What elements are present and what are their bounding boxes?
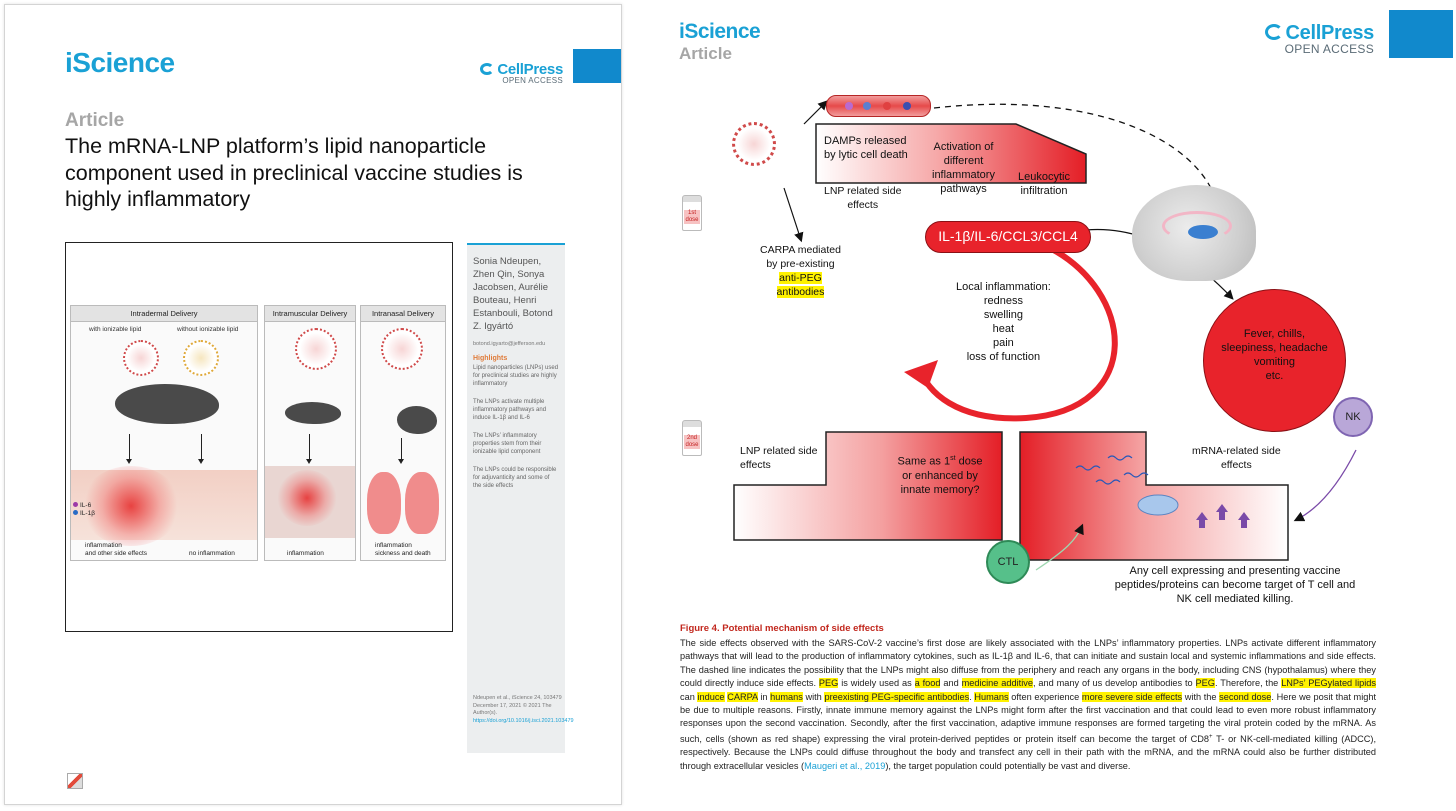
author-list: Sonia Ndeupen, Zhen Qin, Sonya Jacobsen,… [473,256,553,332]
mouse-head-icon [397,406,437,434]
lung-right [405,472,439,534]
caption-no-inflammation: no inflammation [189,550,235,557]
panel-heading: Intradermal Delivery [71,306,257,322]
cellpress-logo-right: CellPress OPEN ACCESS [1256,22,1374,56]
lnp-particle-icon [295,328,337,370]
highlight-item: Lipid nanoparticles (LNPs) used for prec… [473,365,559,387]
caption-inflammation: inflammation [287,550,324,557]
panel-intramuscular: Intramuscular Delivery inflammation [264,305,356,561]
ctl-cell-icon: CTL [986,540,1030,584]
cycle-arrowhead [904,360,938,388]
inflammation-spot [81,466,181,546]
highlight-item: The LNPs’ inflammatory properties stem f… [473,433,542,455]
cellpress-logo: CellPress OPEN ACCESS [465,61,563,85]
killing-label: Any cell expressing and presenting vacci… [1114,565,1356,605]
inflammation-spot [277,470,337,526]
journal-name: iScience [65,47,175,78]
mouse-icon [285,402,341,424]
article-title: The mRNA-LNP platform’s lipid nanopartic… [65,134,523,211]
caption-inflammation-sickness: inflammation sickness and death [375,542,431,557]
mouse-icon [115,384,219,424]
down-arrow-icon [306,434,312,464]
figure-caption: The side effects observed with the SARS-… [680,638,1377,771]
top-banner-shape [815,123,1087,184]
activation-label: Activation of different inflammatory pat… [932,141,995,195]
cellpress-color-block-right [1389,10,1453,58]
ribosome-icon [1137,494,1179,516]
legend: IL-6 IL-1β [73,502,95,518]
panel-intranasal: Intranasal Delivery inflammation sicknes… [360,305,446,561]
graphical-abstract: Intradermal Delivery with ionizable lipi… [65,242,453,632]
citation-text: Ndeupen et al., iScience 24, 103479 Dece… [473,695,562,716]
highlight-item: The LNPs activate multiple inflammatory … [473,399,547,421]
same-as-first-dose-label: Same as 1st dose or enhanced by innate m… [897,455,983,496]
dose-2-vial-icon: 2nd dose [682,420,702,456]
corresponding-email[interactable]: botond.igyarto@jefferson.edu [473,341,546,347]
reference-link[interactable]: Maugeri et al., 2019 [804,760,886,771]
local-inflammation-label: Local inflammation: redness swelling hea… [956,281,1051,363]
lnp-particle-icon [123,340,159,376]
open-access-label: OPEN ACCESS [1284,42,1374,56]
lnp-related-top-label: LNP related side effects [824,185,902,211]
cellpress-icon [480,63,495,75]
journal-name-right: iScience [679,20,761,43]
arrow-to-vessel [803,100,828,125]
publisher-name: CellPress [497,61,563,78]
nk-cell-icon: NK [1333,397,1373,437]
article-type-right: Article [679,44,732,63]
down-arrow-icon [198,434,204,464]
lung-left [367,472,401,534]
figure-shapes [733,100,1357,571]
panel-heading: Intramuscular Delivery [265,306,355,322]
cellpress-icon [1264,24,1283,40]
citation-block: Ndeupen et al., iScience 24, 103479 Dece… [473,695,574,725]
left-page: iScience CellPress OPEN ACCESS Article T… [4,4,622,805]
cytokine-pill: IL-1β/IL-6/CCL3/CCL4 [925,221,1091,253]
down-arrow-icon [126,434,132,464]
figure-caption-heading: Figure 4. Potential mechanism of side ef… [680,623,884,634]
bottom-left-shape [733,431,1003,541]
dose-1-vial-icon: 1st dose [682,195,702,231]
mrna-related-label: mRNA-related side effects [1192,445,1281,471]
panel-heading: Intranasal Delivery [361,306,445,322]
down-arrow-icon [398,438,404,464]
crossmark-icon[interactable] [67,773,83,789]
systemic-effects-circle [1203,289,1346,432]
lnp-particle-icon [183,340,219,376]
article-sidebar: Sonia Ndeupen, Zhen Qin, Sonya Jacobsen,… [467,243,574,753]
dashed-diffusion-arrow [933,103,1219,203]
doi-link[interactable]: https://doi.org/10.1016/j.isci.2021.1034… [473,717,574,724]
lnp-related-bottom-label: LNP related side effects [740,445,818,471]
highlight-item: The LNPs could be responsible for adjuva… [473,467,557,489]
panel-sub-right: without ionizable lipid [177,326,239,333]
caption-inflammation-side-effects: inflammation and other side effects [85,542,148,557]
blood-vessel-icon [826,95,931,117]
panel-sub-left: with ionizable lipid [89,326,142,333]
lnp-virus-icon [732,122,776,166]
panel-intradermal: Intradermal Delivery with ionizable lipi… [70,305,258,561]
cellpress-color-block [573,49,621,83]
publisher-name: CellPress [1285,22,1375,44]
inflammation-cycle-arrow [918,243,1118,422]
open-access-label: OPEN ACCESS [502,76,563,85]
damps-label: DAMPs released by lytic cell death [824,135,908,161]
carpa-label: CARPA mediated by pre-existing anti-PEG … [760,244,841,298]
lnp-particle-icon [381,328,423,370]
article-type: Article [65,110,125,131]
systemic-effects-label: Fever, chills, sleepiness, headache vomi… [1221,328,1328,382]
highlights-heading: Highlights [473,355,508,362]
arrow-to-carpa [783,187,804,243]
figure-4: DAMPs released by lytic cell death Activ… [676,80,1456,620]
leukocytic-label: Leukocytic infiltration [1018,171,1070,197]
brain-icon [1132,185,1256,281]
